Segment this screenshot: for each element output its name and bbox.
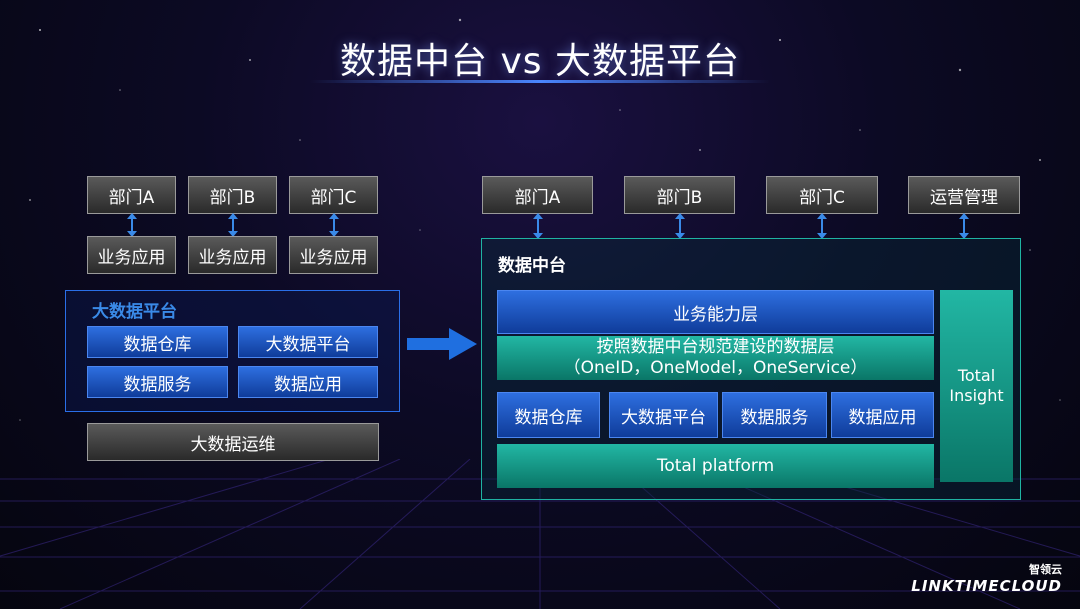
left-app-a: 业务应用 bbox=[87, 236, 176, 274]
left-app-b: 业务应用 bbox=[188, 236, 277, 274]
total-insight-line1: Total bbox=[957, 366, 996, 385]
standard-data-layer-line1: 按照数据中台规范建设的数据层 bbox=[596, 337, 835, 357]
left-arrow-c bbox=[329, 213, 339, 237]
title-underline-glow bbox=[310, 80, 770, 83]
logo-chinese-name: 智领云 bbox=[1029, 563, 1062, 576]
left-arrow-b bbox=[228, 213, 238, 237]
right-arrow-a bbox=[533, 213, 543, 239]
right-dept-c: 部门C bbox=[766, 176, 878, 214]
right-arrow-b bbox=[675, 213, 685, 239]
total-insight-line2: Insight bbox=[949, 386, 1004, 405]
total-insight: Total Insight bbox=[940, 290, 1013, 482]
left-dept-a: 部门A bbox=[87, 176, 176, 214]
right-arrow-ops bbox=[959, 213, 969, 239]
right-big-data-platform: 大数据平台 bbox=[609, 392, 718, 438]
data-middle-platform-title: 数据中台 bbox=[498, 256, 566, 276]
right-data-warehouse: 数据仓库 bbox=[497, 392, 600, 438]
linktimecloud-logo: 智领云 LINKTIMECLOUD bbox=[911, 561, 1062, 595]
left-dept-b: 部门B bbox=[188, 176, 277, 214]
left-data-warehouse: 数据仓库 bbox=[87, 326, 228, 358]
right-dept-b: 部门B bbox=[624, 176, 735, 214]
left-big-data-platform: 大数据平台 bbox=[238, 326, 378, 358]
left-platform-title: 大数据平台 bbox=[92, 302, 177, 322]
right-data-application: 数据应用 bbox=[831, 392, 934, 438]
left-arrow-a bbox=[127, 213, 137, 237]
right-data-service: 数据服务 bbox=[722, 392, 827, 438]
left-big-data-ops: 大数据运维 bbox=[87, 423, 379, 461]
page-title: 数据中台 vs 大数据平台 bbox=[340, 41, 740, 82]
logo-english-name: LINKTIMECLOUD bbox=[911, 577, 1062, 595]
left-data-service: 数据服务 bbox=[87, 366, 228, 398]
total-platform: Total platform bbox=[497, 444, 934, 488]
left-dept-c: 部门C bbox=[289, 176, 378, 214]
right-ops-management: 运营管理 bbox=[908, 176, 1020, 214]
transition-arrow-icon bbox=[407, 328, 477, 360]
business-capability-layer: 业务能力层 bbox=[497, 290, 934, 334]
standard-data-layer-line2: （OneID，OneModel，OneService） bbox=[563, 358, 868, 378]
left-data-application: 数据应用 bbox=[238, 366, 378, 398]
left-app-c: 业务应用 bbox=[289, 236, 378, 274]
standard-data-layer: 按照数据中台规范建设的数据层 （OneID，OneModel，OneServic… bbox=[497, 336, 934, 380]
right-dept-a: 部门A bbox=[482, 176, 593, 214]
right-arrow-c bbox=[817, 213, 827, 239]
